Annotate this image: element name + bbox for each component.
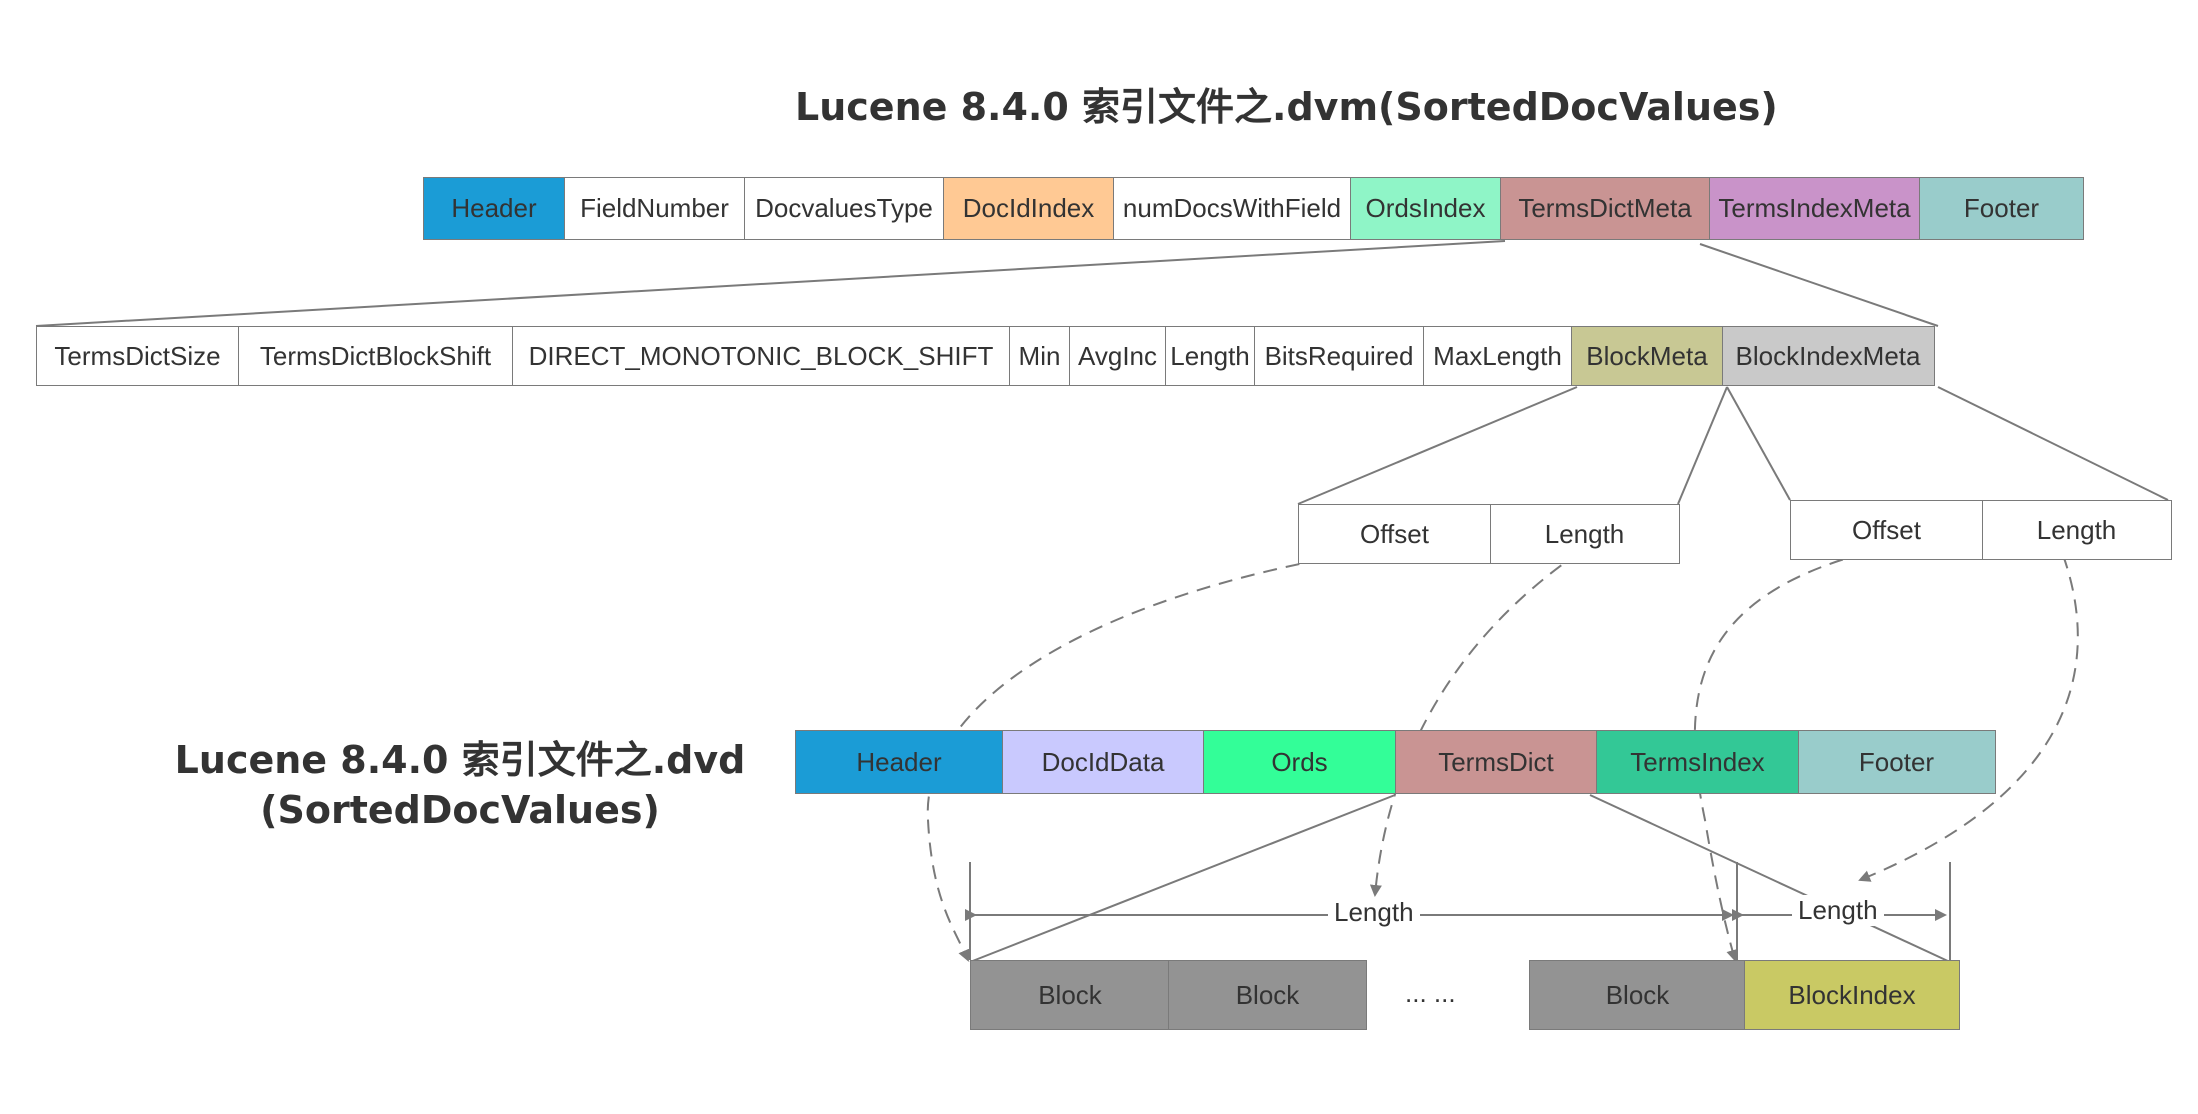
dvd-cell-termsindex: TermsIndex — [1596, 730, 1799, 794]
dvd-cell-header: Header — [795, 730, 1003, 794]
ellipsis: ... ... — [1405, 978, 1456, 1008]
block-cell-block-2: Block — [1529, 960, 1746, 1030]
expand-line-blockmeta-left — [1297, 386, 1578, 505]
meta-cell-avginc: AvgInc — [1069, 326, 1166, 386]
dvm-cell-docvaluestype: DocvaluesType — [744, 177, 944, 240]
block-cell-blockindex-3: BlockIndex — [1744, 960, 1960, 1030]
meta-cell-length: Length — [1164, 326, 1256, 386]
meta-cell-bitsrequired: BitsRequired — [1254, 326, 1424, 386]
dvm-cell-termsdictmeta: TermsDictMeta — [1500, 177, 1710, 240]
dvd-cell-ords: Ords — [1203, 730, 1396, 794]
dvd-cell-footer: Footer — [1797, 730, 1996, 794]
meta-cell-blockindexmeta: BlockIndexMeta — [1721, 326, 1935, 386]
dvm-cell-footer: Footer — [1919, 177, 2084, 240]
dvm-title: Lucene 8.4.0 索引文件之.dvm(SortedDocValues) — [795, 85, 1778, 129]
meta-cell-direct-monotonic-block-shift: DIRECT_MONOTONIC_BLOCK_SHIFT — [512, 326, 1010, 386]
expand-line-blockindexmeta-right — [1937, 386, 2169, 501]
dvm-cell-ordsindex: OrdsIndex — [1349, 177, 1502, 240]
dashed-length-to-length — [1369, 551, 1581, 897]
bim-cell-length: Length — [1981, 500, 2172, 560]
expand-line-termsdict-left — [969, 794, 1396, 963]
dvm-cell-fieldnumber: FieldNumber — [563, 177, 746, 240]
dvm-cell-termsindexmeta: TermsIndexMeta — [1708, 177, 1921, 240]
dvd-cell-termsdict: TermsDict — [1394, 730, 1598, 794]
meta-cell-min: Min — [1008, 326, 1071, 386]
expand-line-blockmeta-right — [1677, 386, 1728, 505]
dvd-cell-dociddata: DocIdData — [1001, 730, 1205, 794]
length-label-blocks: Length — [1328, 897, 1420, 928]
expand-line-termsdictmeta-right — [1699, 243, 1939, 327]
block-cell-block-0: Block — [970, 960, 1170, 1030]
expand-line-termsdict-right — [1589, 794, 1951, 963]
bim-cell-offset: Offset — [1790, 500, 1983, 560]
length-label-blockindex: Length — [1792, 895, 1884, 926]
meta-cell-blockmeta: BlockMeta — [1571, 326, 1723, 386]
bm-cell-offset: Offset — [1298, 504, 1491, 564]
dvm-cell-docidindex: DocIdIndex — [942, 177, 1115, 240]
meta-cell-termsdictblockshift: TermsDictBlockShift — [237, 326, 514, 386]
meta-cell-maxlength: MaxLength — [1422, 326, 1573, 386]
dvd-title-line2: (SortedDocValues) — [260, 788, 660, 832]
dashed-offset-to-blockindex — [1693, 552, 1866, 962]
bm-cell-length: Length — [1489, 504, 1680, 564]
dvm-cell-numdocswithfield: numDocsWithField — [1113, 177, 1351, 240]
dashed-offset-to-block — [926, 547, 1391, 962]
meta-cell-termsdictsize: TermsDictSize — [36, 326, 239, 386]
expand-line-blockindexmeta-left — [1726, 386, 1791, 501]
expand-line-termsdictmeta-left — [35, 240, 1506, 327]
dashed-length-to-blockindex-length — [1858, 554, 2079, 882]
dvd-title-line1: Lucene 8.4.0 索引文件之.dvd — [174, 738, 746, 782]
dvm-cell-header: Header — [423, 177, 565, 240]
block-cell-block-1: Block — [1168, 960, 1367, 1030]
dvd-title: Lucene 8.4.0 索引文件之.dvd (SortedDocValues) — [120, 735, 800, 835]
